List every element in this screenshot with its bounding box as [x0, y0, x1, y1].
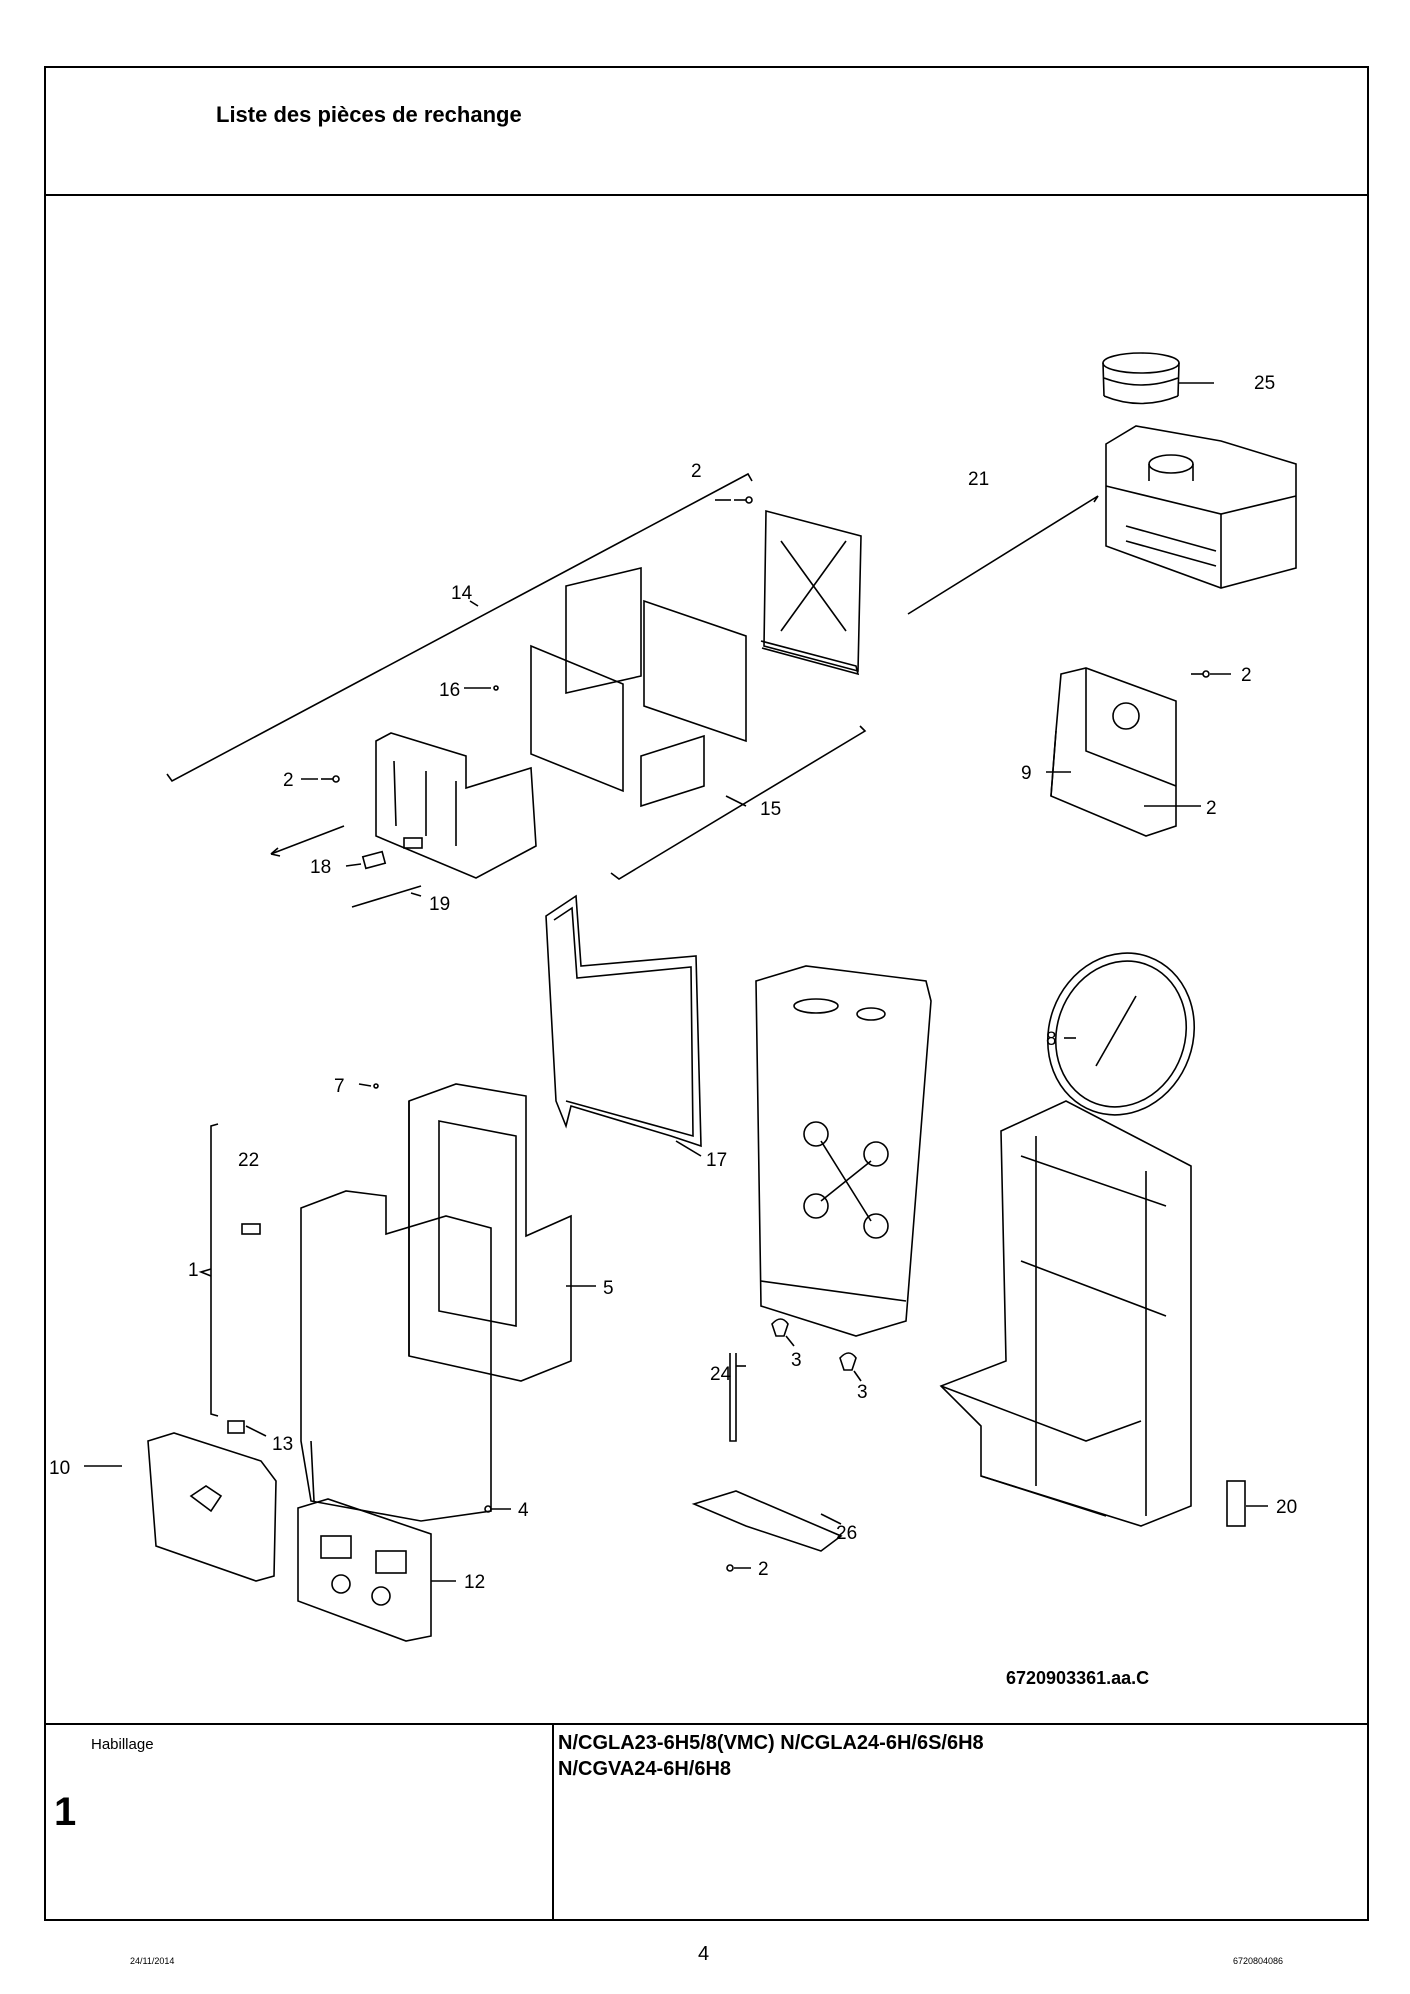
insulation-panel-1 [565, 566, 642, 695]
callout-2-c: 2 [1206, 798, 1217, 819]
callout-2-e: 2 [758, 1559, 769, 1580]
part-24-pipe [729, 1353, 737, 1442]
callout-10: 10 [49, 1458, 70, 1479]
part-18-label [361, 850, 387, 870]
part-back-plate [375, 732, 537, 879]
part-17-gasket [545, 894, 702, 1148]
callout-21: 21 [968, 469, 989, 490]
callout-5: 5 [603, 1278, 614, 1299]
part-13-clip [227, 1420, 245, 1434]
model-line-2: N/CGVA24-6H/6H8 [558, 1758, 732, 1780]
footer-divider [46, 1723, 1367, 1725]
leader-19 [410, 892, 422, 897]
diagram-reference: 6720903361.aa.C [1006, 1668, 1149, 1688]
bracket-1-point [198, 1268, 212, 1277]
document-number: 6720804086 [1233, 1956, 1284, 1966]
callout-19: 19 [429, 894, 450, 915]
section-name: Habillage [91, 1736, 154, 1753]
model-line-1: N/CGLA23-6H5/8(VMC) N/CGLA24-6H/6S/6H8 [558, 1732, 984, 1754]
callout-13: 13 [272, 1434, 293, 1455]
part-1-front-casing [300, 1190, 492, 1522]
part-12-control-panel [297, 1498, 432, 1642]
callout-2-d: 2 [283, 770, 294, 791]
leader-3a [785, 1335, 795, 1347]
part-2-screw-a [734, 496, 753, 504]
page-title: Liste des pièces de rechange [216, 102, 522, 127]
part-8-disc [1046, 952, 1196, 1116]
part-rod [270, 825, 345, 855]
part-2-screw-e [726, 1564, 734, 1572]
part-rear-panel [760, 509, 862, 676]
footer-vertical-divider [552, 1725, 554, 1919]
insulation-panel-3 [530, 644, 624, 793]
part-19-rod [351, 885, 422, 908]
callout-15: 15 [760, 799, 781, 820]
leader-18 [345, 863, 362, 867]
insulation-panel-2 [643, 599, 747, 743]
part-3-grommet-a [771, 1318, 789, 1337]
callout-4: 4 [518, 1500, 529, 1521]
leader-7 [358, 1083, 372, 1087]
callout-3-a: 3 [791, 1350, 802, 1371]
part-2-screw-d [321, 775, 340, 783]
leader-3b [853, 1370, 862, 1382]
bracket-1 [210, 1123, 219, 1417]
part-7-screw [373, 1083, 379, 1089]
exploded-parts-diagram: 25 21 2 14 16 2 2 9 2 15 18 19 17 8 7 22… [49, 352, 1297, 1688]
callout-8: 8 [1046, 1029, 1057, 1050]
insulation-panel-4 [640, 734, 705, 808]
part-10-front-door [147, 1432, 277, 1582]
part-2-screw-b [1191, 670, 1210, 678]
callout-1: 1 [188, 1260, 199, 1281]
bracket-21 [907, 495, 1099, 615]
callout-12: 12 [464, 1572, 485, 1593]
callout-24: 24 [710, 1364, 732, 1385]
leader-14 [469, 600, 479, 607]
leader-13 [245, 1425, 267, 1437]
callout-18: 18 [310, 857, 331, 878]
part-9-bracket [1050, 667, 1177, 837]
callout-25: 25 [1254, 373, 1275, 394]
bracket-14 [166, 472, 753, 783]
page-frame: Liste des pièces de rechange [44, 66, 1369, 1921]
callout-3-b: 3 [857, 1382, 868, 1403]
part-16-clip [493, 685, 499, 691]
leader-15 [725, 795, 747, 807]
callout-17: 17 [706, 1150, 727, 1171]
callout-14: 14 [451, 583, 473, 604]
part-chassis-frame [939, 1100, 1192, 1527]
part-3-grommet-b [839, 1352, 857, 1371]
part-22-hinge [241, 1223, 261, 1235]
callout-20: 20 [1276, 1497, 1297, 1518]
arrow-rod [270, 847, 281, 857]
part-4-screw [484, 1505, 492, 1513]
callout-2-a: 2 [691, 461, 702, 482]
callout-9: 9 [1021, 763, 1032, 784]
section-number: 1 [54, 1790, 77, 1834]
bracket-15 [610, 725, 867, 880]
callout-16: 16 [439, 680, 460, 701]
part-21-fan-housing [1105, 425, 1297, 589]
callout-2-b: 2 [1241, 665, 1252, 686]
callout-22: 22 [238, 1150, 259, 1171]
print-date: 24/11/2014 [130, 1956, 175, 1966]
leader-17 [675, 1140, 702, 1157]
callout-7: 7 [334, 1076, 345, 1097]
leader-26 [820, 1513, 842, 1525]
part-20-label [1226, 1480, 1246, 1527]
page-number: 4 [698, 1943, 710, 1965]
part-5-inner-casing [408, 1083, 572, 1382]
header-divider [46, 194, 1367, 196]
part-25-flue-collar [1102, 352, 1180, 405]
callout-26: 26 [836, 1523, 857, 1544]
part-combustion-frame [755, 965, 932, 1337]
part-26-plate [691, 1490, 843, 1552]
